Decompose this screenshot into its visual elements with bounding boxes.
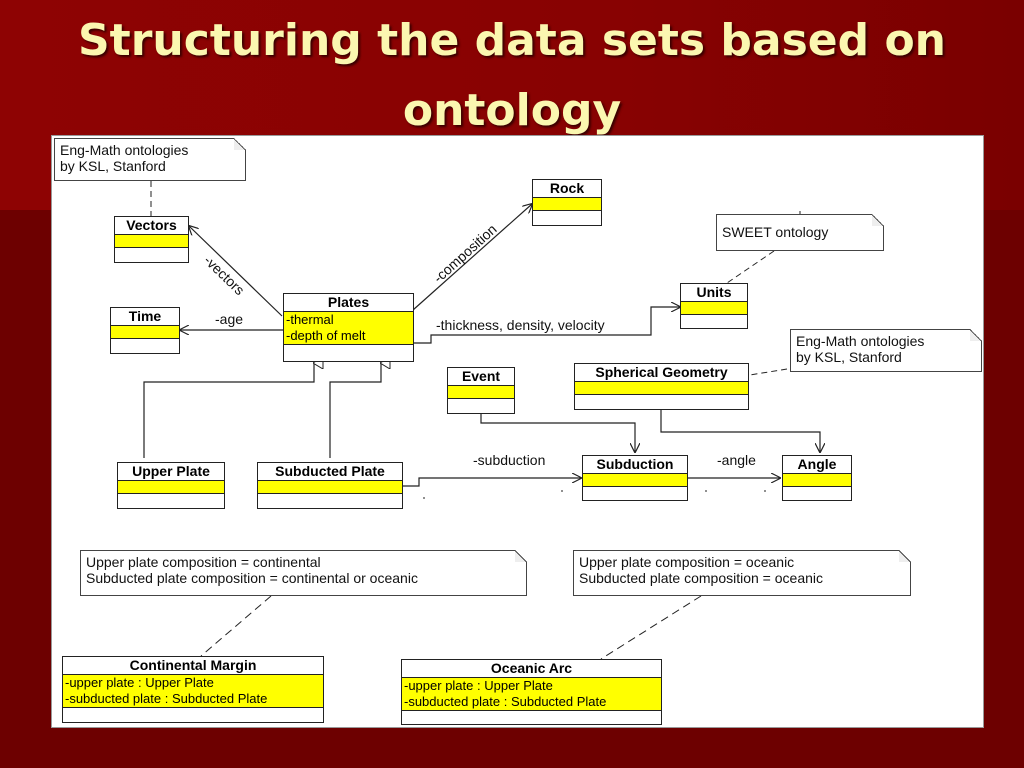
class-attributes: -thermal -depth of melt [284, 312, 413, 345]
class-operations [533, 211, 601, 221]
note-line: by KSL, Stanford [60, 158, 166, 174]
class-attributes [575, 382, 748, 395]
class-plates: Plates -thermal -depth of melt [283, 293, 414, 362]
class-name: Units [681, 284, 747, 302]
class-angle: Angle [782, 455, 852, 501]
class-name: Oceanic Arc [402, 660, 661, 678]
conn-plates-vectors [189, 226, 283, 317]
dash-continental-note-class [200, 595, 272, 657]
class-attributes [118, 481, 224, 494]
class-vectors: Vectors [114, 216, 189, 263]
class-attributes: -upper plate : Upper Plate -subducted pl… [63, 675, 323, 708]
class-attributes [533, 198, 601, 211]
label-angle: -angle [717, 452, 756, 468]
class-attributes: -upper plate : Upper Plate -subducted pl… [402, 678, 661, 711]
class-attribute: -thermal [286, 312, 334, 327]
class-operations [63, 708, 323, 718]
class-operations [258, 494, 402, 504]
inherit-subducted-plates [329, 363, 381, 458]
conn-plates-rock [412, 204, 532, 311]
diagram-canvas: Eng-Math ontologies by KSL, Stanford SWE… [51, 135, 984, 728]
class-name: Vectors [115, 217, 188, 235]
note-line: Subducted plate composition = oceanic [579, 570, 823, 586]
class-continental-margin: Continental Margin -upper plate : Upper … [62, 656, 324, 723]
class-event: Event [447, 367, 515, 414]
class-attributes [783, 474, 851, 487]
label-thickness-density-velocity: -thickness, density, velocity [436, 317, 605, 333]
inherit-upper-plates [143, 363, 314, 458]
class-name: Plates [284, 294, 413, 312]
note-line: Upper plate composition = oceanic [579, 554, 795, 570]
class-name: Spherical Geometry [575, 364, 748, 382]
conn-plates-units [413, 307, 680, 344]
class-subduction: Subduction [582, 455, 688, 501]
conn-event-subduction [480, 413, 635, 452]
class-name: Upper Plate [118, 463, 224, 481]
note-engmath-right: Eng-Math ontologies by KSL, Stanford [790, 329, 982, 372]
class-subducted-plate: Subducted Plate [257, 462, 403, 509]
class-name: Time [111, 308, 179, 326]
class-operations [111, 339, 179, 349]
class-oceanic-arc: Oceanic Arc -upper plate : Upper Plate -… [401, 659, 662, 725]
class-attribute: -subducted plate : Subducted Plate [404, 694, 607, 709]
conn-spherical-angle [660, 409, 820, 452]
class-attributes [115, 235, 188, 248]
class-spherical-geometry: Spherical Geometry [574, 363, 749, 410]
note-line: by KSL, Stanford [796, 349, 902, 365]
class-operations [448, 399, 514, 409]
connector-layer [143, 181, 983, 660]
label-age: -age [215, 311, 244, 327]
class-attributes [448, 386, 514, 399]
class-operations [118, 494, 224, 504]
class-rock: Rock [532, 179, 602, 226]
class-operations [583, 487, 687, 497]
class-upper-plate: Upper Plate [117, 462, 225, 509]
class-operations [681, 315, 747, 325]
class-attribute: -depth of melt [286, 328, 366, 343]
note-line: Eng-Math ontologies [60, 142, 189, 158]
class-attribute: -subducted plate : Subducted Plate [65, 691, 268, 706]
note-continental: Upper plate composition = continental Su… [80, 550, 527, 596]
class-name: Continental Margin [63, 657, 323, 675]
class-units: Units [680, 283, 748, 329]
class-operations [575, 395, 748, 405]
dash-engmath-spherical [749, 368, 788, 376]
dash-oceanic-note-class [600, 595, 702, 660]
class-name: Subducted Plate [258, 463, 402, 481]
conn-subducted-subduction [403, 478, 581, 487]
dash-sweet-units [726, 250, 775, 284]
class-name: Angle [783, 456, 851, 474]
class-name: Event [448, 368, 514, 386]
slide-title: Structuring the data sets based on ontol… [77, 15, 946, 136]
note-oceanic: Upper plate composition = oceanic Subduc… [573, 550, 911, 596]
note-line: Upper plate composition = continental [86, 554, 321, 570]
class-operations [115, 248, 188, 258]
class-attribute: -upper plate : Upper Plate [65, 675, 214, 690]
class-attributes [681, 302, 747, 315]
class-attributes [583, 474, 687, 487]
class-name: Subduction [583, 456, 687, 474]
note-line: SWEET ontology [722, 224, 829, 240]
class-operations [402, 711, 661, 721]
note-sweet: SWEET ontology [716, 214, 884, 251]
note-line: Subducted plate composition = continenta… [86, 570, 418, 586]
class-attribute: -upper plate : Upper Plate [404, 678, 553, 693]
label-subduction: -subduction [473, 452, 546, 468]
class-attributes [111, 326, 179, 339]
class-time: Time [110, 307, 180, 354]
class-name: Rock [533, 180, 601, 198]
class-operations [284, 345, 413, 355]
class-attributes [258, 481, 402, 494]
class-operations [783, 487, 851, 497]
note-engmath-top: Eng-Math ontologies by KSL, Stanford [54, 138, 246, 181]
note-line: Eng-Math ontologies [796, 333, 925, 349]
